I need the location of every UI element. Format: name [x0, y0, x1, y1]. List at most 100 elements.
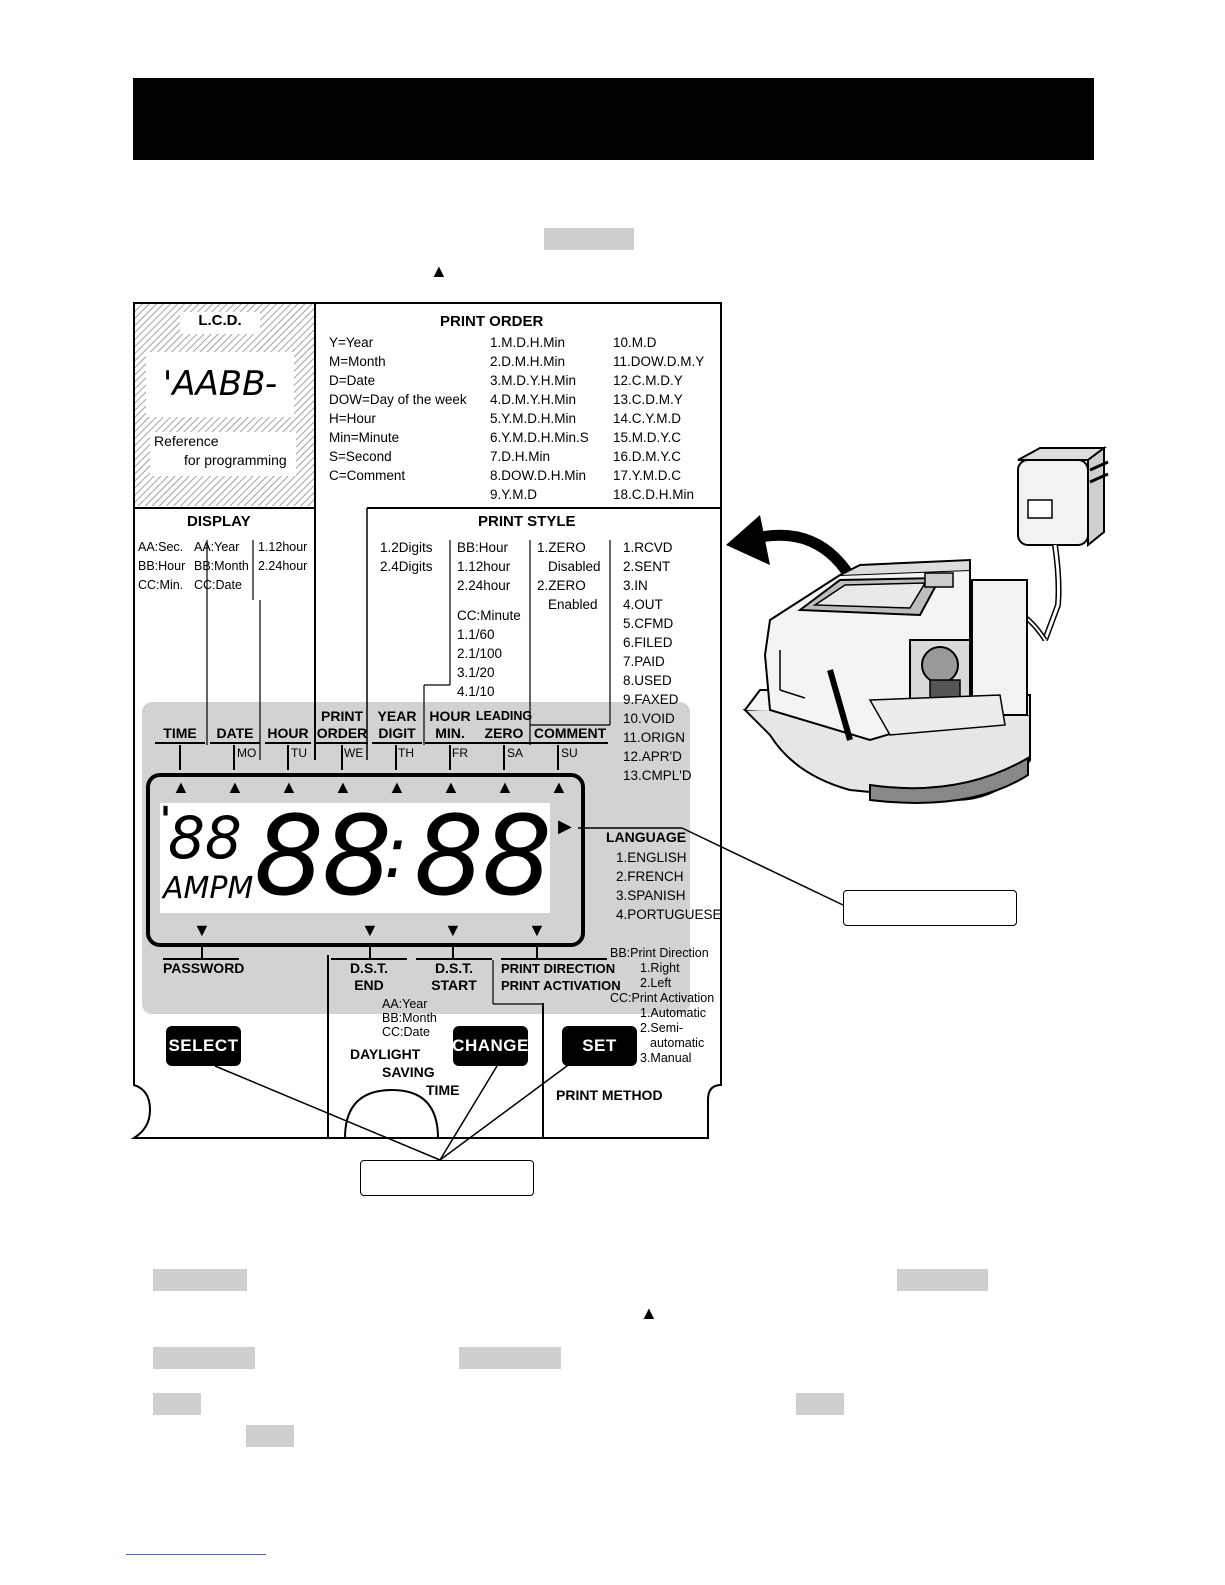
print-style-item: 1.1/60	[457, 627, 495, 642]
lcd-small-digits: 88	[168, 804, 242, 872]
legend-item: Y=Year	[329, 335, 374, 350]
comment-item: 12.APR'D	[623, 749, 682, 764]
lcd-title-box: L.C.D.	[180, 312, 260, 334]
set-button[interactable]: SET	[562, 1026, 637, 1066]
dst-info-item: BB:Month	[382, 1011, 437, 1025]
language-options: 1.ENGLISH 2.FRENCH 3.SPANISH 4.PORTUGUES…	[616, 848, 722, 924]
print-method-item: 2.Left	[640, 976, 672, 990]
print-style-item: 1.ZERO	[537, 540, 586, 555]
print-style-item: CC:Minute	[457, 608, 521, 623]
comment-list: 1.RCVD 2.SENT 3.IN 4.OUT 5.CFMD 6.FILED …	[623, 538, 692, 785]
comment-item: 9.FAXED	[623, 692, 679, 707]
comment-item: 7.PAID	[623, 654, 665, 669]
print-method-item: 3.Manual	[640, 1051, 692, 1065]
lcd-digits-right: 88	[414, 792, 552, 920]
key-comment: COMMENT	[532, 725, 608, 744]
lcd-title: L.C.D.	[198, 312, 242, 329]
down-arrow-icon: ▼	[528, 920, 546, 940]
footer-rule	[126, 1554, 266, 1555]
print-order-option: 15.M.D.Y.C	[613, 430, 682, 445]
print-style-zero: 1.ZERO Disabled 2.ZERO Enabled	[537, 538, 601, 614]
key-dst-end: D.S.T. END	[331, 958, 407, 994]
lcd-sample: 'AABB-CC	[146, 352, 294, 469]
redacted-word	[153, 1269, 247, 1291]
up-arrow-icon: ▲	[442, 777, 460, 797]
print-order-legend: Y=Year M=Month D=Date DOW=Day of the wee…	[329, 333, 467, 485]
comment-item: 10.VOID	[623, 711, 675, 726]
lcd-reference: Reference	[154, 433, 219, 449]
up-arrow-icon: ▲	[172, 777, 190, 797]
key-dst-end-line: END	[354, 977, 384, 993]
display-item: 2.24hour	[258, 559, 308, 573]
panel-border	[130, 302, 722, 1139]
key-dst-start-line: D.S.T.	[434, 960, 474, 976]
print-style-item: 2.24hour	[457, 578, 511, 593]
print-style-item: BB:Hour	[457, 540, 509, 555]
lcd-for-programming: for programming	[184, 452, 287, 468]
print-order-option: 8.DOW.D.H.Min	[490, 468, 587, 483]
print-style-item: 4.1/10	[457, 684, 495, 699]
display-item: BB:Hour	[138, 559, 186, 573]
header-bar	[133, 78, 1094, 160]
display-item: AA:Sec.	[138, 540, 184, 554]
key-leading-zero-sub: SA	[507, 746, 524, 760]
key-hour-min-line: HOUR	[429, 708, 471, 724]
key-time: TIME	[155, 725, 205, 744]
print-order-option: 13.C.D.M.Y	[613, 392, 683, 407]
comment-item: 13.CMPL'D	[623, 768, 692, 783]
comment-item: 11.ORIGN	[623, 730, 686, 745]
dst-title-3: TIME	[426, 1082, 460, 1098]
up-arrow-icon: ▲	[334, 777, 352, 797]
print-method-item: automatic	[650, 1036, 705, 1050]
key-print-order-sub: WE	[344, 746, 364, 760]
key-hour-min-sub: FR	[452, 746, 468, 760]
dst-info-item: CC:Date	[382, 1025, 430, 1039]
key-hour-sub: TU	[291, 746, 307, 760]
comment-item: 3.IN	[623, 578, 648, 593]
print-style-hour: BB:Hour 1.12hour 2.24hour	[457, 538, 510, 595]
key-hour-min-line: MIN.	[425, 725, 475, 744]
buttons-callout-box	[360, 1160, 534, 1196]
triangle-marker-icon: ▲	[640, 1303, 658, 1323]
comment-item: 5.CFMD	[623, 616, 674, 631]
key-leading-zero-line: ZERO	[475, 725, 533, 744]
key-print-direction-label: PRINT DIRECTION	[501, 961, 616, 976]
key-year-digit-line: DIGIT	[372, 725, 422, 744]
lcd-screen	[160, 803, 550, 913]
lcd-ampm: AMPM	[163, 871, 254, 906]
change-button[interactable]: CHANGE	[452, 1026, 528, 1066]
display-item: CC:Date	[194, 578, 242, 592]
legend-item: M=Month	[329, 354, 386, 369]
key-print-order-line: PRINT	[321, 708, 363, 724]
print-style-item: 1.2Digits	[380, 540, 433, 555]
key-dst-start-line: START	[431, 977, 477, 993]
print-order-option: 6.Y.M.D.H.Min.S	[490, 430, 589, 445]
lcd-digits-left: 88	[254, 792, 392, 920]
key-dst-end-line: D.S.T.	[349, 960, 389, 976]
legend-item: DOW=Day of the week	[329, 392, 467, 407]
dst-title-1: DAYLIGHT	[350, 1046, 421, 1062]
display-col-2: AA:Year BB:Month CC:Date	[194, 538, 249, 595]
legend-item: S=Second	[329, 449, 392, 464]
select-button[interactable]: SELECT	[166, 1026, 241, 1066]
print-order-option: 18.C.D.H.Min	[613, 487, 695, 502]
legend-item: C=Comment	[329, 468, 406, 483]
print-order-option: 3.M.D.Y.H.Min	[490, 373, 577, 388]
display-item: AA:Year	[194, 540, 240, 554]
comment-item: 2.SENT	[623, 559, 671, 574]
display-item: BB:Month	[194, 559, 249, 573]
key-leading-zero: LEADING ZERO	[475, 708, 533, 744]
comment-item: 4.OUT	[623, 597, 663, 612]
lcd-colon: :	[384, 812, 408, 894]
print-order-title: PRINT ORDER	[440, 313, 544, 330]
key-year-digit-line: YEAR	[377, 708, 417, 724]
print-method-title: PRINT METHOD	[556, 1087, 663, 1103]
print-style-item: Disabled	[548, 559, 601, 574]
dst-title-2: SAVING	[382, 1064, 435, 1080]
language-callout-box	[843, 890, 1017, 926]
language-option: 3.SPANISH	[616, 888, 686, 903]
legend-item: H=Hour	[329, 411, 376, 426]
lcd-reference-box: Reference for programming	[150, 432, 296, 476]
down-arrow-icon: ▼	[444, 920, 462, 940]
print-order-option: 9.Y.M.D	[490, 487, 538, 502]
